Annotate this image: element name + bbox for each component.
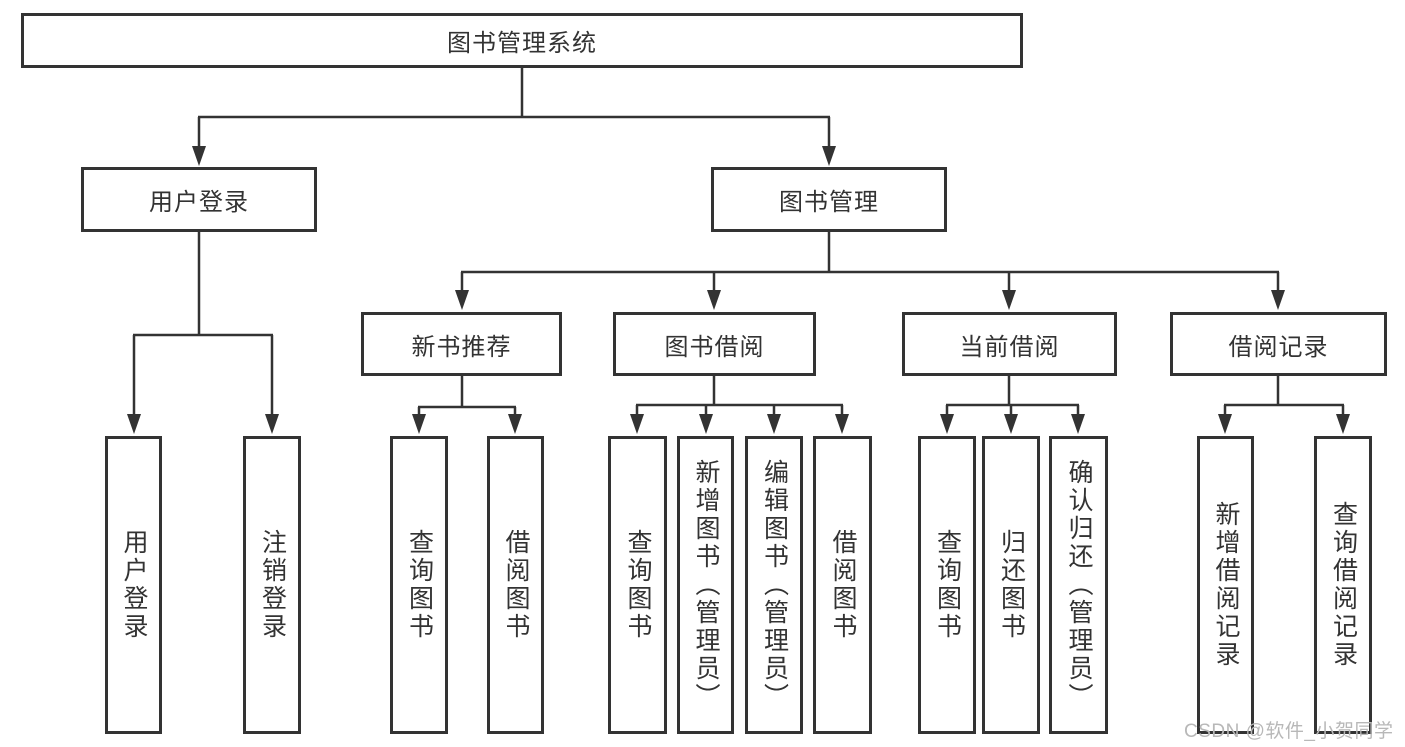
leaf-add-borrow-record: 新增借阅记录 bbox=[1197, 436, 1254, 734]
leaf-add-book-admin: 新增图书（管理员） bbox=[677, 436, 734, 734]
leaf-query-books-recommend: 查询图书 bbox=[390, 436, 448, 734]
leaf-label: 查询借阅记录 bbox=[1329, 501, 1358, 669]
leaf-label: 查询图书 bbox=[624, 529, 652, 641]
leaf-label: 新增借阅记录 bbox=[1212, 501, 1240, 669]
node-current-borrowing: 当前借阅 bbox=[902, 312, 1117, 376]
leaf-label: 注销登录 bbox=[258, 529, 287, 641]
leaf-label: 归还图书 bbox=[997, 529, 1026, 641]
leaf-borrow-books-recommend: 借阅图书 bbox=[487, 436, 544, 734]
leaf-label: 编辑图书（管理员） bbox=[760, 459, 789, 711]
leaf-label: 确认归还（管理员） bbox=[1065, 459, 1093, 711]
leaf-label: 查询图书 bbox=[933, 529, 962, 641]
node-label: 图书借阅 bbox=[664, 333, 765, 361]
node-label: 当前借阅 bbox=[959, 333, 1060, 361]
node-label: 图书管理 bbox=[779, 189, 879, 216]
leaf-logout: 注销登录 bbox=[243, 436, 301, 734]
node-label: 借阅记录 bbox=[1228, 333, 1329, 361]
leaf-query-books-current: 查询图书 bbox=[918, 436, 976, 734]
leaf-edit-book-admin: 编辑图书（管理员） bbox=[745, 436, 803, 734]
node-borrowing-records: 借阅记录 bbox=[1170, 312, 1387, 376]
leaf-label: 借阅图书 bbox=[502, 529, 530, 641]
leaf-label: 用户登录 bbox=[120, 529, 148, 641]
leaf-label: 查询图书 bbox=[405, 529, 434, 641]
leaf-user-login: 用户登录 bbox=[105, 436, 162, 734]
csdn-watermark: CSDN @软件_小贺同学 bbox=[1184, 721, 1394, 742]
leaf-label: 借阅图书 bbox=[829, 529, 857, 641]
leaf-borrow-books-borrow: 借阅图书 bbox=[813, 436, 872, 734]
leaf-query-books-borrow: 查询图书 bbox=[608, 436, 667, 734]
node-label: 新书推荐 bbox=[411, 333, 512, 361]
node-label: 用户登录 bbox=[149, 189, 249, 216]
node-new-book-recommendation: 新书推荐 bbox=[361, 312, 562, 376]
node-library-management-system: 图书管理系统 bbox=[21, 13, 1023, 68]
node-label: 图书管理系统 bbox=[447, 30, 597, 57]
node-book-borrowing: 图书借阅 bbox=[613, 312, 816, 376]
leaf-return-books: 归还图书 bbox=[982, 436, 1040, 734]
leaf-query-borrow-record: 查询借阅记录 bbox=[1314, 436, 1372, 734]
leaf-confirm-return-admin: 确认归还（管理员） bbox=[1049, 436, 1108, 734]
leaf-label: 新增图书（管理员） bbox=[692, 459, 720, 711]
node-user-login: 用户登录 bbox=[81, 167, 317, 232]
node-book-management: 图书管理 bbox=[711, 167, 947, 232]
